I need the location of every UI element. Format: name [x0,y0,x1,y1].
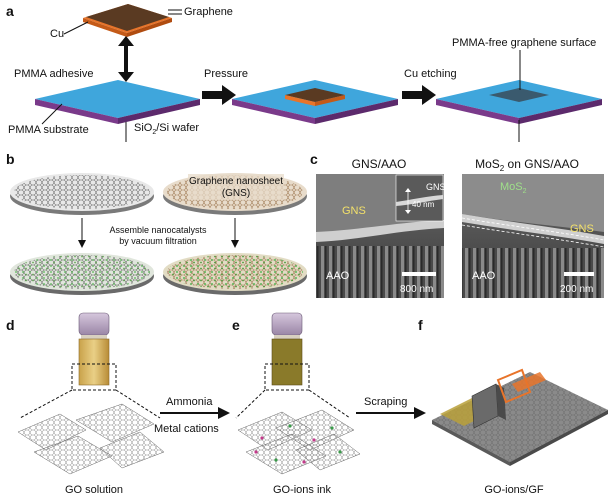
sem-left-scalebar [402,272,436,276]
panel-a-letter: a [6,3,14,19]
gns-label-2: (GNS) [222,188,250,199]
panel-f: f GO-ions/GF [418,317,608,496]
pmma-substrate-3 [436,80,602,124]
arrow-e-to-f [356,407,426,419]
sem-right-scale-label: 200 nm [560,284,593,295]
panel-b: b Graphene nanosheet (GNS) Assemble nano… [6,151,307,295]
cu-graphene-stack [83,4,172,37]
zoom-line-d-right [115,389,161,419]
sem-right-aao-label: AAO [472,270,496,282]
pmma-substrate-pointer [41,103,63,125]
cu-etching-arrow [402,85,436,105]
press-double-arrow [118,36,134,82]
cu-foil-side [83,18,127,37]
panel-d-letter: d [6,317,15,333]
zoom-line-e-left [235,389,266,419]
pressure-arrow [202,85,236,105]
sem-right-gns-label: GNS [570,223,594,235]
assemble-label-1: Assemble nanocatalysts [109,225,207,235]
sem-image-left [316,174,444,298]
graphene-layer [86,4,169,31]
go-solution-caption: GO solution [65,484,123,496]
sem-right-scalebar [564,272,594,276]
zoom-box-d [71,363,117,391]
go-ions-ink-caption: GO-ions ink [273,484,332,496]
sem-inset-gns-label: GNS [426,182,446,192]
graphene-surface-label: PMMA-free graphene surface [452,37,596,49]
panel-e-letter: e [232,317,240,333]
pmma-substrate-2 [232,80,398,124]
filter-disc-catalyst [10,253,154,295]
pmma-substrate-1 [35,80,200,124]
go-sheets-e [237,409,361,475]
panel-c-letter: c [310,151,318,167]
panel-c: c GNS/AAO MoS2 on GNS/AAO GNS GNS 40 nm … [310,151,605,298]
zoom-box-e [264,363,310,391]
filter-disc-gns [163,173,307,215]
cu-pointer [63,21,89,35]
sem-left-aao-label: AAO [326,270,350,282]
cu-etching-label: Cu etching [404,68,457,80]
panel-a: a Graphene Cu PMMA adhesive PMMA substra… [6,3,602,142]
pmma-adhesive-label: PMMA adhesive [14,68,93,80]
vial-go-solution [78,312,110,386]
filter-disc-catalyst-gns [163,253,307,295]
zoom-line-d-left [19,389,73,419]
panel-f-letter: f [418,317,423,333]
sem-right-mos2-label: MoS2 [500,181,527,195]
arrow-d-to-e [160,407,230,419]
pmma-substrate-label: PMMA substrate [8,124,89,136]
panel-d: d GO solution [6,312,165,496]
scraper-blade [471,368,546,429]
graphene-label: Graphene [184,6,233,18]
sem-left-scale-label: 800 nm [400,284,433,295]
sem-left-title: GNS/AAO [352,157,407,171]
panel-e: e GO-ions ink [232,312,361,496]
filter-disc-plain [10,173,154,215]
metal-cations-label: Metal cations [154,423,219,435]
panel-b-letter: b [6,151,15,167]
cu-foil-side-right [127,18,172,37]
go-sheets-d [17,403,165,475]
assemble-label-2: by vacuum filtration [119,236,197,246]
sem-image-right [461,174,605,298]
go-ions-gf-caption: GO-ions/GF [484,484,544,496]
cu-label: Cu [50,28,64,40]
wafer-label: SiO2/Si wafer [134,122,199,136]
graphite-foil-substrate [432,372,608,466]
pressure-label: Pressure [204,68,248,80]
zoom-line-e-right [308,389,351,419]
scraping-label: Scraping [364,396,407,408]
sem-inset-scale-label: 40 nm [412,200,435,209]
ammonia-label: Ammonia [166,396,213,408]
sem-left-gns-label: GNS [342,205,366,217]
vial-go-ions-ink [271,312,303,386]
gns-label-1: Graphene nanosheet [189,176,283,187]
sem-right-title: MoS2 on GNS/AAO [475,157,579,173]
